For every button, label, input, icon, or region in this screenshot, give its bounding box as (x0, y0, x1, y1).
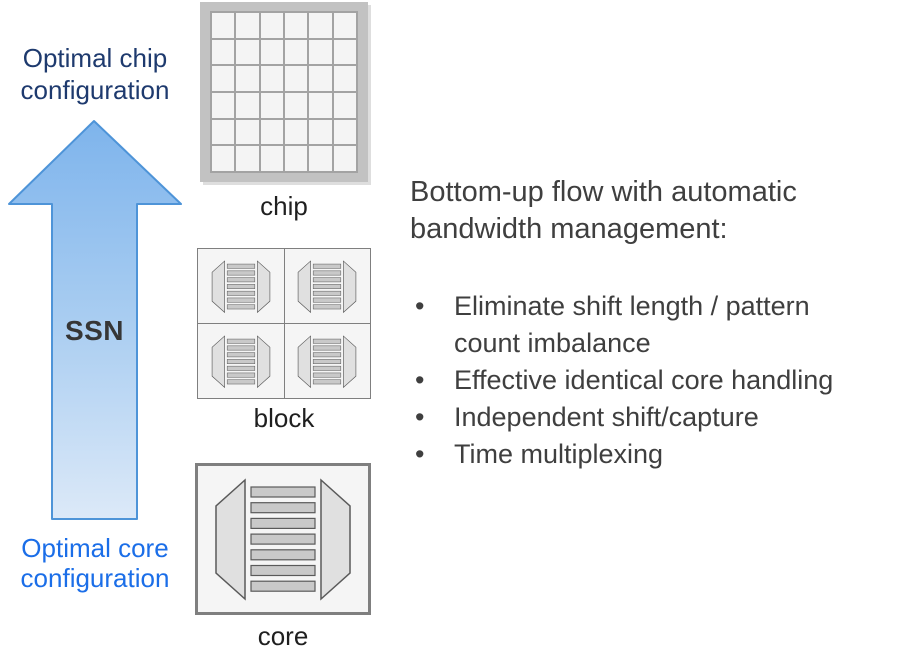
block-core-cell (198, 249, 284, 323)
chip-cell (309, 119, 332, 145)
chip-cell (260, 13, 283, 38)
description-panel: Bottom-up flow with automatic bandwidth … (410, 174, 888, 473)
mini-core-schematic (290, 255, 364, 318)
block-core-cell (284, 249, 370, 323)
chip-cell (333, 66, 356, 91)
chip-cell (285, 66, 308, 91)
bullet-text: Independent shift/capture (454, 402, 759, 432)
core-schematic (198, 466, 368, 612)
chip-cell (260, 39, 283, 65)
chip-cell (309, 13, 332, 38)
mini-core-schematic (204, 255, 278, 318)
chip-cell (333, 39, 356, 65)
chip-cell (333, 119, 356, 145)
bullet-item: • Effective identical core handling (410, 362, 888, 399)
chip-cell (260, 92, 283, 118)
mini-core-schematic (290, 330, 364, 393)
chip-cell (309, 146, 332, 171)
chip-cell (333, 146, 356, 171)
chip-cell (212, 13, 235, 38)
chip-cell (260, 146, 283, 171)
up-arrow-shape (8, 120, 182, 520)
panel-heading: Bottom-up flow with automatic bandwidth … (410, 176, 797, 245)
chip-cell (236, 146, 259, 171)
chip-cell (285, 92, 308, 118)
chip-cell (309, 66, 332, 91)
chip-cell (236, 39, 259, 65)
core-diagram (195, 463, 371, 615)
bullet-text: Effective identical core handling (454, 365, 834, 395)
chip-cell (212, 39, 235, 65)
core-label: core (257, 621, 309, 651)
mini-core-schematic (204, 330, 278, 393)
block-core-cell (198, 324, 284, 398)
bullet-dot-icon: • (415, 439, 425, 469)
chip-cell (260, 119, 283, 145)
chip-cell (309, 92, 332, 118)
chip-cell (236, 66, 259, 91)
chip-cell (333, 13, 356, 38)
bullet-text: Eliminate shift length / pattern count i… (454, 291, 810, 358)
chip-cell (260, 66, 283, 91)
bullet-item: • Eliminate shift length / pattern count … (410, 288, 888, 362)
block-diagram (197, 248, 371, 399)
chip-cell (285, 119, 308, 145)
optimal-core-caption: Optimal core configuration (20, 533, 170, 593)
chip-grid (210, 11, 358, 173)
block-label: block (253, 403, 315, 433)
bullet-list: • Eliminate shift length / pattern count … (410, 288, 888, 473)
chip-cell (212, 66, 235, 91)
bullet-dot-icon: • (415, 365, 425, 395)
chip-cell (285, 13, 308, 38)
bullet-item: • Time multiplexing (410, 436, 888, 473)
chip-cell (212, 119, 235, 145)
bullet-item: • Independent shift/capture (410, 399, 888, 436)
bullet-dot-icon: • (415, 402, 425, 432)
bullet-text: Time multiplexing (454, 439, 664, 469)
chip-cell (212, 146, 235, 171)
chip-label: chip (260, 191, 308, 221)
chip-cell (236, 119, 259, 145)
ssn-label: SSN (64, 315, 125, 346)
ssn-up-arrow (8, 120, 182, 520)
chip-cell (333, 92, 356, 118)
bullet-dot-icon: • (415, 291, 425, 321)
chip-cell (236, 13, 259, 38)
chip-cell (285, 146, 308, 171)
chip-cell (236, 92, 259, 118)
chip-cell (309, 39, 332, 65)
optimal-chip-caption: Optimal chip configuration (20, 43, 170, 105)
chip-diagram (200, 2, 368, 182)
block-core-cell (284, 324, 370, 398)
chip-cell (285, 39, 308, 65)
chip-cell (212, 92, 235, 118)
